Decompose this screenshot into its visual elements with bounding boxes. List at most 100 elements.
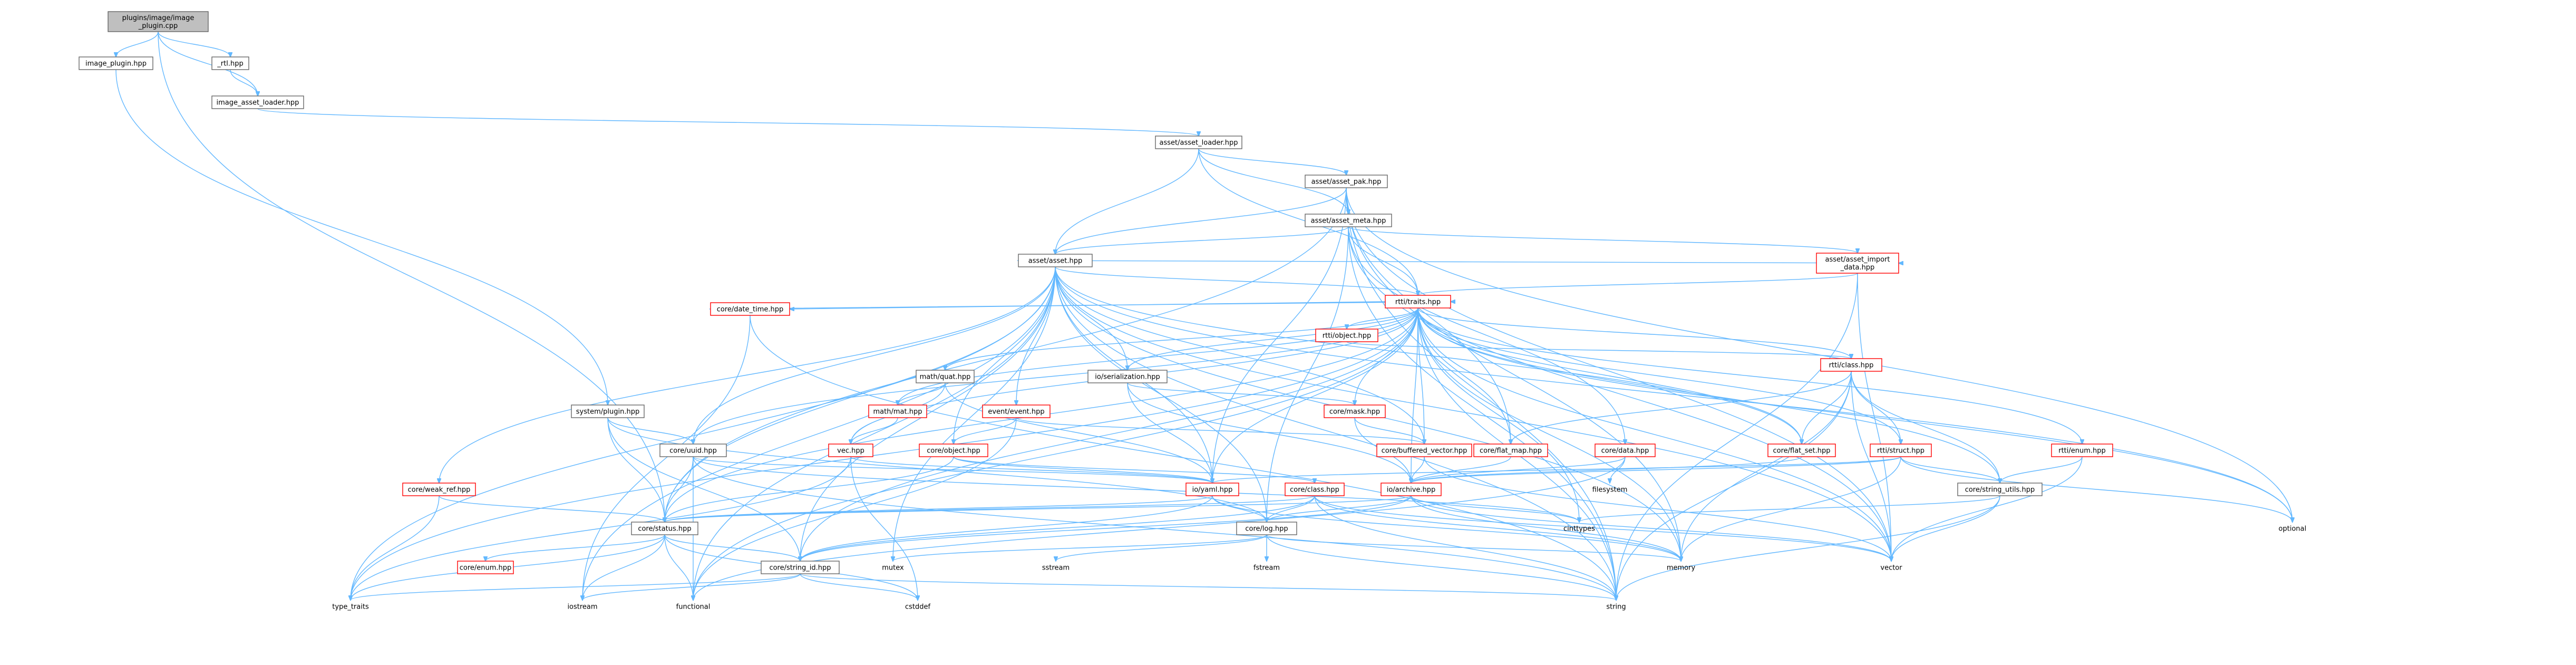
node-core_uuid[interactable]: core/uuid.hpp [659, 444, 727, 457]
node-label: system/plugin.hpp [576, 408, 639, 416]
node-vec[interactable]: vec.hpp [828, 444, 873, 457]
node-date_time[interactable]: core/date_time.hpp [710, 302, 790, 316]
node-string_utils[interactable]: core/string_utils.hpp [1957, 483, 2043, 496]
node-root[interactable]: plugins/image/image_plugin.cpp [108, 11, 209, 32]
node-traits[interactable]: rtti/traits.hpp [1385, 295, 1451, 309]
node-label: image_plugin.hpp [85, 60, 147, 68]
edge-asset-to-optional [1055, 266, 2292, 522]
node-core_mask[interactable]: core/mask.hpp [1324, 404, 1386, 418]
edge-io_yaml-to-core_status [665, 495, 1213, 522]
node-rtti_struct[interactable]: rtti/struct.hpp [1870, 444, 1932, 457]
node-core_data[interactable]: core/data.hpp [1595, 444, 1656, 457]
node-asset_loader[interactable]: asset/asset_loader.hpp [1155, 136, 1242, 149]
node-label: iostream [567, 603, 597, 611]
node-weak_ref[interactable]: core/weak_ref.hpp [402, 483, 476, 496]
nodes-layer: plugins/image/image_plugin.cpp image_plug… [79, 11, 2312, 613]
node-box [2051, 444, 2113, 457]
edge-asset_meta-to-vector [1348, 226, 1891, 561]
node-string[interactable]: string [1600, 600, 1632, 613]
node-optional[interactable]: optional [2273, 522, 2312, 535]
node-vector[interactable]: vector [1874, 561, 1908, 574]
node-label: vector [1880, 564, 1902, 572]
node-box [1018, 254, 1093, 267]
node-box [710, 302, 790, 316]
node-serialization[interactable]: io/serialization.hpp [1087, 370, 1168, 383]
node-label: mutex [882, 564, 904, 572]
node-box [868, 404, 927, 418]
node-rtti_enum[interactable]: rtti/enum.hpp [2051, 444, 2113, 457]
node-io_yaml[interactable]: io/yaml.hpp [1185, 483, 1239, 496]
edge-traits-to-rtti_class [1417, 307, 1851, 359]
node-core_enum[interactable]: core/enum.hpp [457, 561, 514, 574]
edge-string_utils-to-vector [1891, 495, 2000, 561]
node-asset_import[interactable]: asset/asset_import_data.hpp [1816, 253, 1899, 274]
node-core_object[interactable]: core/object.hpp [919, 444, 988, 457]
node-filesystem[interactable]: filesystem [1589, 483, 1631, 496]
edge-core_log-to-memory [1266, 534, 1681, 561]
node-flat_map[interactable]: core/flat_map.hpp [1473, 444, 1548, 457]
edge-asset_meta-to-asset [1055, 226, 1349, 254]
node-flat_set[interactable]: core/flat_set.hpp [1767, 444, 1836, 457]
node-image_asset_loader[interactable]: image_asset_loader.hpp [211, 95, 304, 109]
edge-rtti_struct-to-io_archive [1411, 456, 1901, 483]
node-label: core/date_time.hpp [717, 306, 784, 314]
edge-asset-to-vector [1055, 266, 1891, 561]
edge-rtti_struct-to-string_utils [1900, 456, 2000, 483]
node-rtl[interactable]: _rtl.hpp [211, 56, 249, 70]
node-system_plugin[interactable]: system/plugin.hpp [571, 404, 645, 418]
edge-string_id-to-string [800, 573, 1616, 600]
node-box [79, 56, 153, 70]
node-rtti_class[interactable]: rtti/class.hpp [1820, 358, 1882, 372]
edge-core_log-to-string [1266, 534, 1616, 600]
node-box [457, 561, 514, 574]
edge-core_object-to-core_status [665, 456, 954, 522]
edge-math_quat-to-math_mat [898, 382, 946, 405]
node-box [1381, 483, 1442, 496]
node-fstream[interactable]: fstream [1248, 561, 1285, 574]
node-box [108, 11, 209, 32]
node-cstddef[interactable]: cstddef [899, 600, 936, 613]
edge-weak_ref-to-core_status [439, 495, 665, 522]
edge-string_id-to-iostream [582, 573, 801, 600]
edge-asset_loader-to-asset_meta [1198, 148, 1348, 214]
node-buffered_vector[interactable]: core/buffered_vector.hpp [1376, 444, 1472, 457]
node-string_id[interactable]: core/string_id.hpp [761, 561, 840, 574]
node-asset[interactable]: asset/asset.hpp [1018, 254, 1093, 267]
node-memory[interactable]: memory [1661, 561, 1700, 574]
node-rtti_object[interactable]: rtti/object.hpp [1315, 329, 1378, 342]
node-sstream[interactable]: sstream [1037, 561, 1074, 574]
edge-asset_pak-to-memory [1346, 187, 1681, 561]
node-core_log[interactable]: core/log.hpp [1236, 522, 1297, 535]
node-core_status[interactable]: core/status.hpp [631, 522, 698, 535]
node-math_mat[interactable]: math/mat.hpp [868, 404, 927, 418]
node-label: fstream [1253, 564, 1280, 572]
edge-asset_pak-to-asset [1055, 187, 1347, 254]
node-asset_meta[interactable]: asset/asset_meta.hpp [1305, 214, 1392, 227]
node-label: core/buffered_vector.hpp [1382, 447, 1467, 455]
node-functional[interactable]: functional [670, 600, 716, 613]
node-cinttypes[interactable]: cinttypes [1558, 522, 1600, 535]
node-label: asset/asset_import [1825, 256, 1890, 264]
node-core_class[interactable]: core/class.hpp [1285, 483, 1345, 496]
node-iostream[interactable]: iostream [564, 600, 601, 613]
node-label: core/enum.hpp [460, 564, 512, 572]
node-image_plugin[interactable]: image_plugin.hpp [79, 56, 153, 70]
edge-rtti_class-to-flat_map [1511, 371, 1852, 444]
node-type_traits[interactable]: type_traits [327, 600, 374, 613]
edge-traits-to-string_utils [1417, 307, 2000, 483]
edge-vec-to-type_traits [351, 456, 851, 600]
edge-asset_loader-to-asset [1055, 148, 1199, 254]
edge-system_plugin-to-core_status [607, 417, 665, 522]
edge-core_uuid-to-cinttypes [693, 456, 1579, 522]
node-math_quat[interactable]: math/quat.hpp [916, 370, 975, 383]
edge-core_data-to-io_archive [1411, 456, 1626, 483]
edge-rtti_class-to-string [1616, 371, 1852, 600]
edge-string_utils-to-string [1616, 495, 2000, 600]
node-event[interactable]: event/event.hpp [982, 404, 1051, 418]
node-io_archive[interactable]: io/archive.hpp [1381, 483, 1442, 496]
node-asset_pak[interactable]: asset/asset_pak.hpp [1305, 175, 1388, 188]
edge-asset_import-to-string [1616, 273, 1858, 600]
edge-serialization-to-core_mask [1127, 382, 1355, 405]
node-mutex[interactable]: mutex [877, 561, 909, 574]
